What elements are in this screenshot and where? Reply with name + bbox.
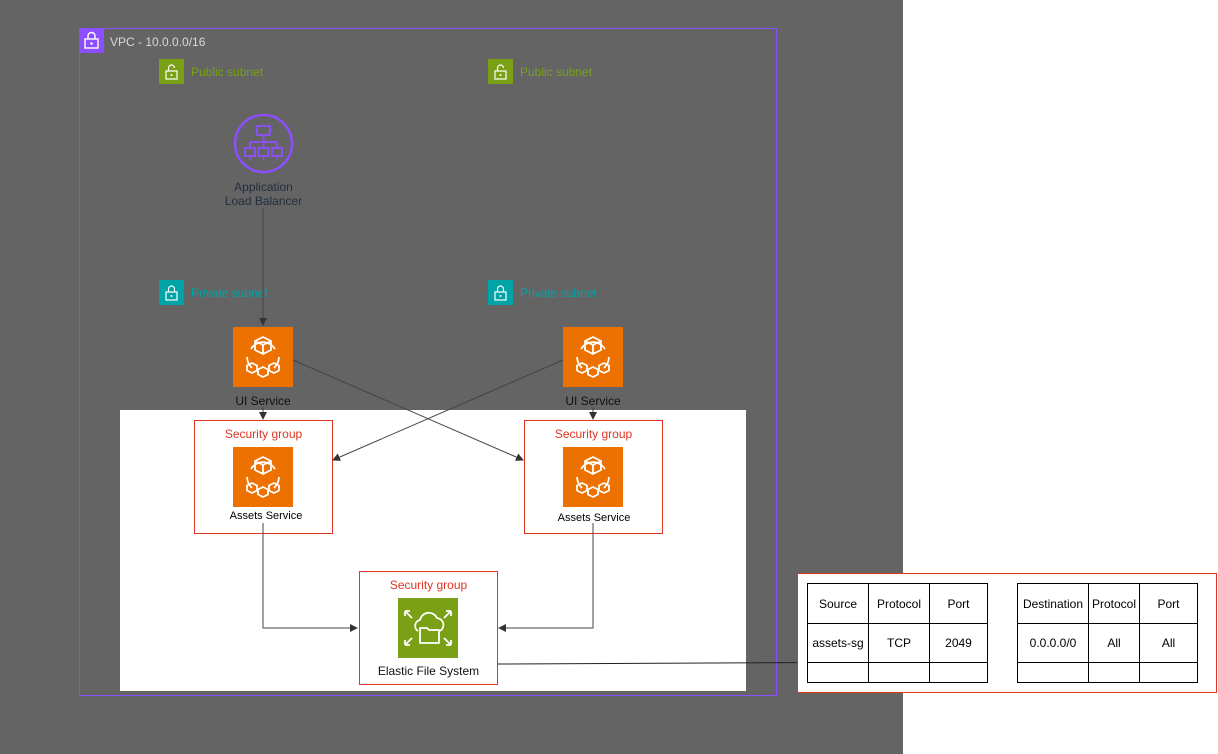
public-subnet-left-label: Public subnet	[191, 65, 264, 79]
inbound-cell: TCP	[868, 623, 930, 663]
ui-left-to-assets-right-connector	[292, 359, 524, 461]
outbound-rules-table: Destination Protocol Port 0.0.0.0/0 All …	[1017, 583, 1198, 683]
ecs-service-icon	[563, 327, 623, 387]
public-subnet-right-label: Public subnet	[520, 65, 593, 79]
outbound-cell	[1017, 662, 1089, 683]
assets-left-to-efs-connector	[262, 523, 358, 632]
assets-service-left-label: Assets Service	[229, 510, 303, 522]
inbound-header-protocol: Protocol	[868, 583, 930, 624]
table-row: assets-sg TCP 2049	[807, 623, 988, 663]
vpc-label: VPC - 10.0.0.0/16	[110, 35, 206, 49]
table-row	[1017, 662, 1198, 683]
inbound-cell: 2049	[929, 623, 988, 663]
vpc-container	[79, 28, 777, 696]
outbound-header-destination: Destination	[1017, 583, 1089, 624]
outbound-cell	[1139, 662, 1198, 683]
efs-icon	[398, 598, 458, 658]
ecs-service-icon	[233, 447, 293, 507]
security-group-left-label: Security group	[224, 427, 303, 441]
assets-service-right-label: Assets Service	[557, 512, 631, 524]
efs-label: Elastic File System	[377, 664, 480, 678]
ecs-service-icon	[233, 327, 293, 387]
inbound-header-port: Port	[929, 583, 988, 624]
outbound-cell: All	[1139, 623, 1198, 663]
outbound-cell: 0.0.0.0/0	[1017, 623, 1089, 663]
inbound-header-source: Source	[807, 583, 869, 624]
security-group-right-label: Security group	[554, 427, 633, 441]
alb-label-line1: Application	[234, 180, 293, 194]
table-row: 0.0.0.0/0 All All	[1017, 623, 1198, 663]
ecs-service-icon	[563, 447, 623, 507]
inbound-cell	[929, 662, 988, 683]
table-row	[807, 662, 988, 683]
inbound-rules-table: Source Protocol Port assets-sg TCP 2049	[807, 583, 988, 683]
private-subnet-left-padlock-icon	[159, 280, 184, 305]
inbound-cell	[868, 662, 930, 683]
public-subnet-left-padlock-icon	[159, 59, 184, 84]
outbound-cell	[1088, 662, 1140, 683]
load-balancer-icon	[233, 113, 294, 174]
inbound-cell: assets-sg	[807, 623, 869, 663]
alb-label: Application Load Balancer	[203, 180, 324, 208]
outbound-header-row: Destination Protocol Port	[1017, 583, 1198, 624]
private-subnet-left-label: Private subnet	[191, 286, 268, 300]
ui-service-left-label: UI Service	[235, 394, 291, 408]
ui-right-to-assets-left-connector	[332, 359, 564, 461]
outbound-cell: All	[1088, 623, 1140, 663]
ui-service-right-label: UI Service	[565, 394, 621, 408]
security-group-efs: Security group	[359, 571, 498, 685]
outbound-header-protocol: Protocol	[1088, 583, 1140, 624]
private-subnet-right-label: Private subnet	[520, 286, 597, 300]
inbound-header-row: Source Protocol Port	[807, 583, 988, 624]
vpc-lock-icon	[79, 28, 104, 53]
outbound-header-port: Port	[1139, 583, 1198, 624]
security-group-efs-label: Security group	[389, 578, 468, 592]
public-subnet-right-padlock-icon	[488, 59, 513, 84]
alb-label-line2: Load Balancer	[224, 194, 303, 208]
private-subnet-right-padlock-icon	[488, 280, 513, 305]
inbound-cell	[807, 662, 869, 683]
assets-right-to-efs-connector	[498, 523, 594, 632]
